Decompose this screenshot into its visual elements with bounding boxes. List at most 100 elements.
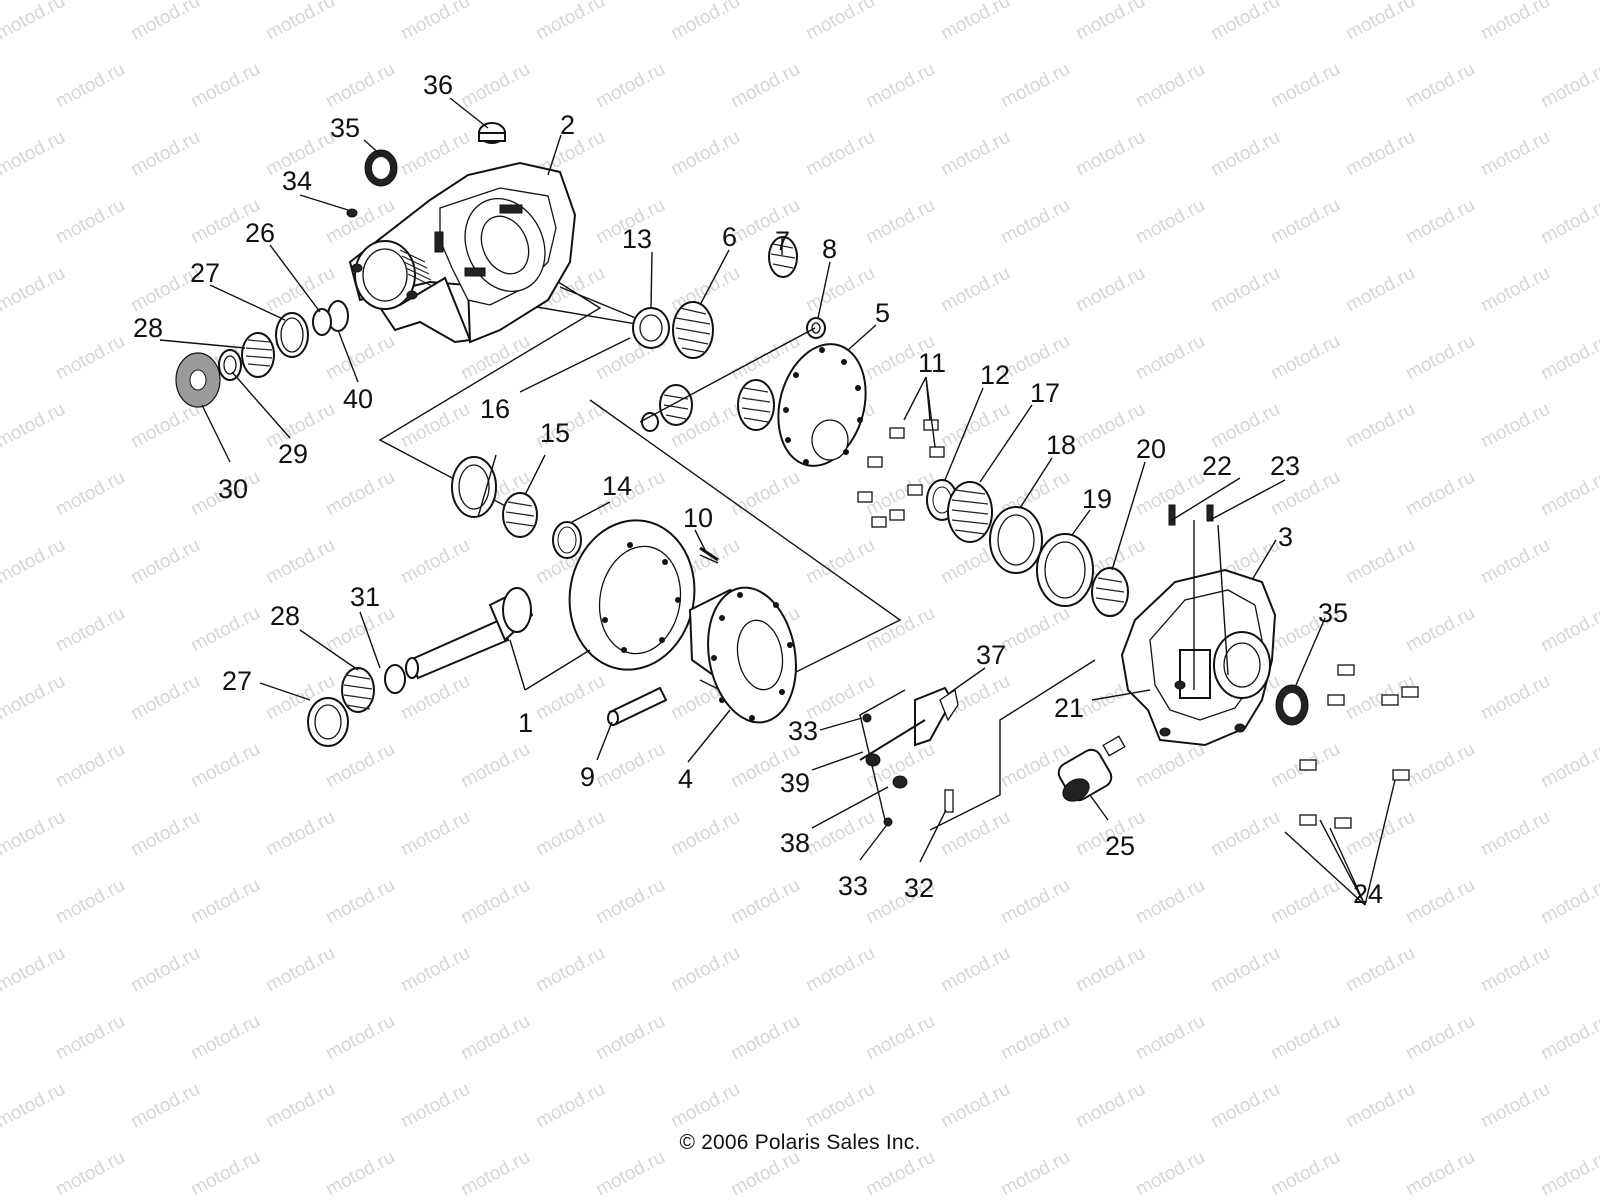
watermark-text: motod.ru xyxy=(52,875,128,929)
watermark-text: motod.ru xyxy=(1267,875,1343,929)
callout-21: 21 xyxy=(1054,693,1084,723)
watermark-text: motod.ru xyxy=(1132,195,1208,249)
watermark-text: motod.ru xyxy=(0,0,69,44)
watermark-text: motod.ru xyxy=(52,603,128,657)
watermark-text: motod.ru xyxy=(52,331,128,385)
watermark-text: motod.ru xyxy=(262,807,338,861)
watermark-text: motod.ru xyxy=(937,0,1013,44)
watermark-text: motod.ru xyxy=(52,195,128,249)
watermark-text: motod.ru xyxy=(1477,535,1553,589)
watermark-text: motod.ru xyxy=(262,943,338,997)
watermark-text: motod.ru xyxy=(0,807,69,861)
watermark-text: motod.ru xyxy=(532,0,608,44)
watermark-text: motod.ru xyxy=(802,535,878,589)
watermark-text: motod.ru xyxy=(937,943,1013,997)
watermark-text: motod.ru xyxy=(997,603,1073,657)
callout-33-upper: 33 xyxy=(788,716,818,746)
vent-plug xyxy=(478,122,506,144)
callout-25: 25 xyxy=(1105,831,1135,861)
watermark-text: motod.ru xyxy=(727,59,803,113)
callout-33-lower: 33 xyxy=(838,871,868,901)
watermark-text: motod.ru xyxy=(1207,263,1283,317)
callout-2: 2 xyxy=(560,110,575,140)
watermark-text: motod.ru xyxy=(1402,331,1478,385)
watermark-text: motod.ru xyxy=(727,1011,803,1065)
callout-14: 14 xyxy=(602,471,632,501)
watermark-text: motod.ru xyxy=(1342,0,1418,44)
watermark-text: motod.ru xyxy=(1477,807,1553,861)
watermark-text: motod.ru xyxy=(397,127,473,181)
callout-28-upper: 28 xyxy=(133,313,163,343)
watermark-text: motod.ru xyxy=(1537,603,1600,657)
watermark-text: motod.ru xyxy=(0,127,69,181)
watermark-text: motod.ru xyxy=(1402,467,1478,521)
callout-11: 11 xyxy=(918,348,946,378)
watermark-text: motod.ru xyxy=(52,59,128,113)
callout-24: 24 xyxy=(1353,879,1383,909)
watermark-text: motod.ru xyxy=(1342,535,1418,589)
watermark-text: motod.ru xyxy=(937,127,1013,181)
watermark-text: motod.ru xyxy=(187,59,263,113)
callout-labels: 36 2 35 34 26 27 28 40 29 30 13 6 7 8 5 … xyxy=(133,70,1383,909)
pinion-shaft xyxy=(405,587,534,680)
watermark-text: motod.ru xyxy=(1072,0,1148,44)
callout-15: 15 xyxy=(540,418,570,448)
watermark-text: motod.ru xyxy=(0,535,69,589)
watermark-text: motod.ru xyxy=(592,1011,668,1065)
watermark-text: motod.ru xyxy=(1207,0,1283,44)
callout-6: 6 xyxy=(722,222,737,252)
watermark-text: motod.ru xyxy=(1342,807,1418,861)
watermark-text: motod.ru xyxy=(127,127,203,181)
callout-9: 9 xyxy=(580,762,595,792)
watermark-text: motod.ru xyxy=(592,875,668,929)
watermark-text: motod.ru xyxy=(52,739,128,793)
watermark-text: motod.ru xyxy=(1537,739,1600,793)
callout-29: 29 xyxy=(278,439,308,469)
callout-10: 10 xyxy=(683,503,713,533)
watermark-text: motod.ru xyxy=(1402,195,1478,249)
callout-38: 38 xyxy=(780,828,810,858)
watermark-text: motod.ru xyxy=(1072,263,1148,317)
watermark-text: motod.ru xyxy=(862,59,938,113)
callout-35-right: 35 xyxy=(1318,598,1348,628)
watermark-text: motod.ru xyxy=(397,1079,473,1133)
callout-13: 13 xyxy=(622,224,652,254)
watermark-text: motod.ru xyxy=(1267,1011,1343,1065)
seal-upper xyxy=(364,149,398,187)
watermark-text: motod.ru xyxy=(667,127,743,181)
watermark-text: motod.ru xyxy=(1072,127,1148,181)
watermark-text: motod.ru xyxy=(187,739,263,793)
watermark-text: motod.ru xyxy=(1477,127,1553,181)
callout-36: 36 xyxy=(423,70,453,100)
watermark-text: motod.ru xyxy=(532,943,608,997)
watermark-text: motod.ru xyxy=(1342,943,1418,997)
watermark-text: motod.ru xyxy=(457,1011,533,1065)
watermark-text: motod.ru xyxy=(1132,875,1208,929)
watermark-text: motod.ru xyxy=(397,0,473,44)
watermark-text: motod.ru xyxy=(1267,331,1343,385)
watermark-text: motod.ru xyxy=(1072,943,1148,997)
watermark-text: motod.ru xyxy=(0,671,69,725)
callout-30: 30 xyxy=(218,474,248,504)
watermark-text: motod.ru xyxy=(1207,807,1283,861)
watermark-text: motod.ru xyxy=(1477,671,1553,725)
watermark-text: motod.ru xyxy=(802,127,878,181)
watermark-text: motod.ru xyxy=(457,59,533,113)
watermark-text: motod.ru xyxy=(0,263,69,317)
watermark-text: motod.ru xyxy=(1402,603,1478,657)
callout-18: 18 xyxy=(1046,430,1076,460)
watermark-text: motod.ru xyxy=(52,1011,128,1065)
watermark-text: motod.ru xyxy=(1537,875,1600,929)
watermark-text: motod.ru xyxy=(1132,59,1208,113)
copyright-notice: © 2006 Polaris Sales Inc. xyxy=(679,1131,921,1154)
carrier-bearing-stack xyxy=(451,456,582,559)
cross-pin xyxy=(607,686,668,726)
watermark-text: motod.ru xyxy=(52,467,128,521)
watermark-text: motod.ru xyxy=(1537,195,1600,249)
watermark-text: motod.ru xyxy=(322,739,398,793)
watermark-text: motod.ru xyxy=(127,1079,203,1133)
callout-19: 19 xyxy=(1082,484,1112,514)
callout-39: 39 xyxy=(780,768,810,798)
watermark-text: motod.ru xyxy=(322,1011,398,1065)
